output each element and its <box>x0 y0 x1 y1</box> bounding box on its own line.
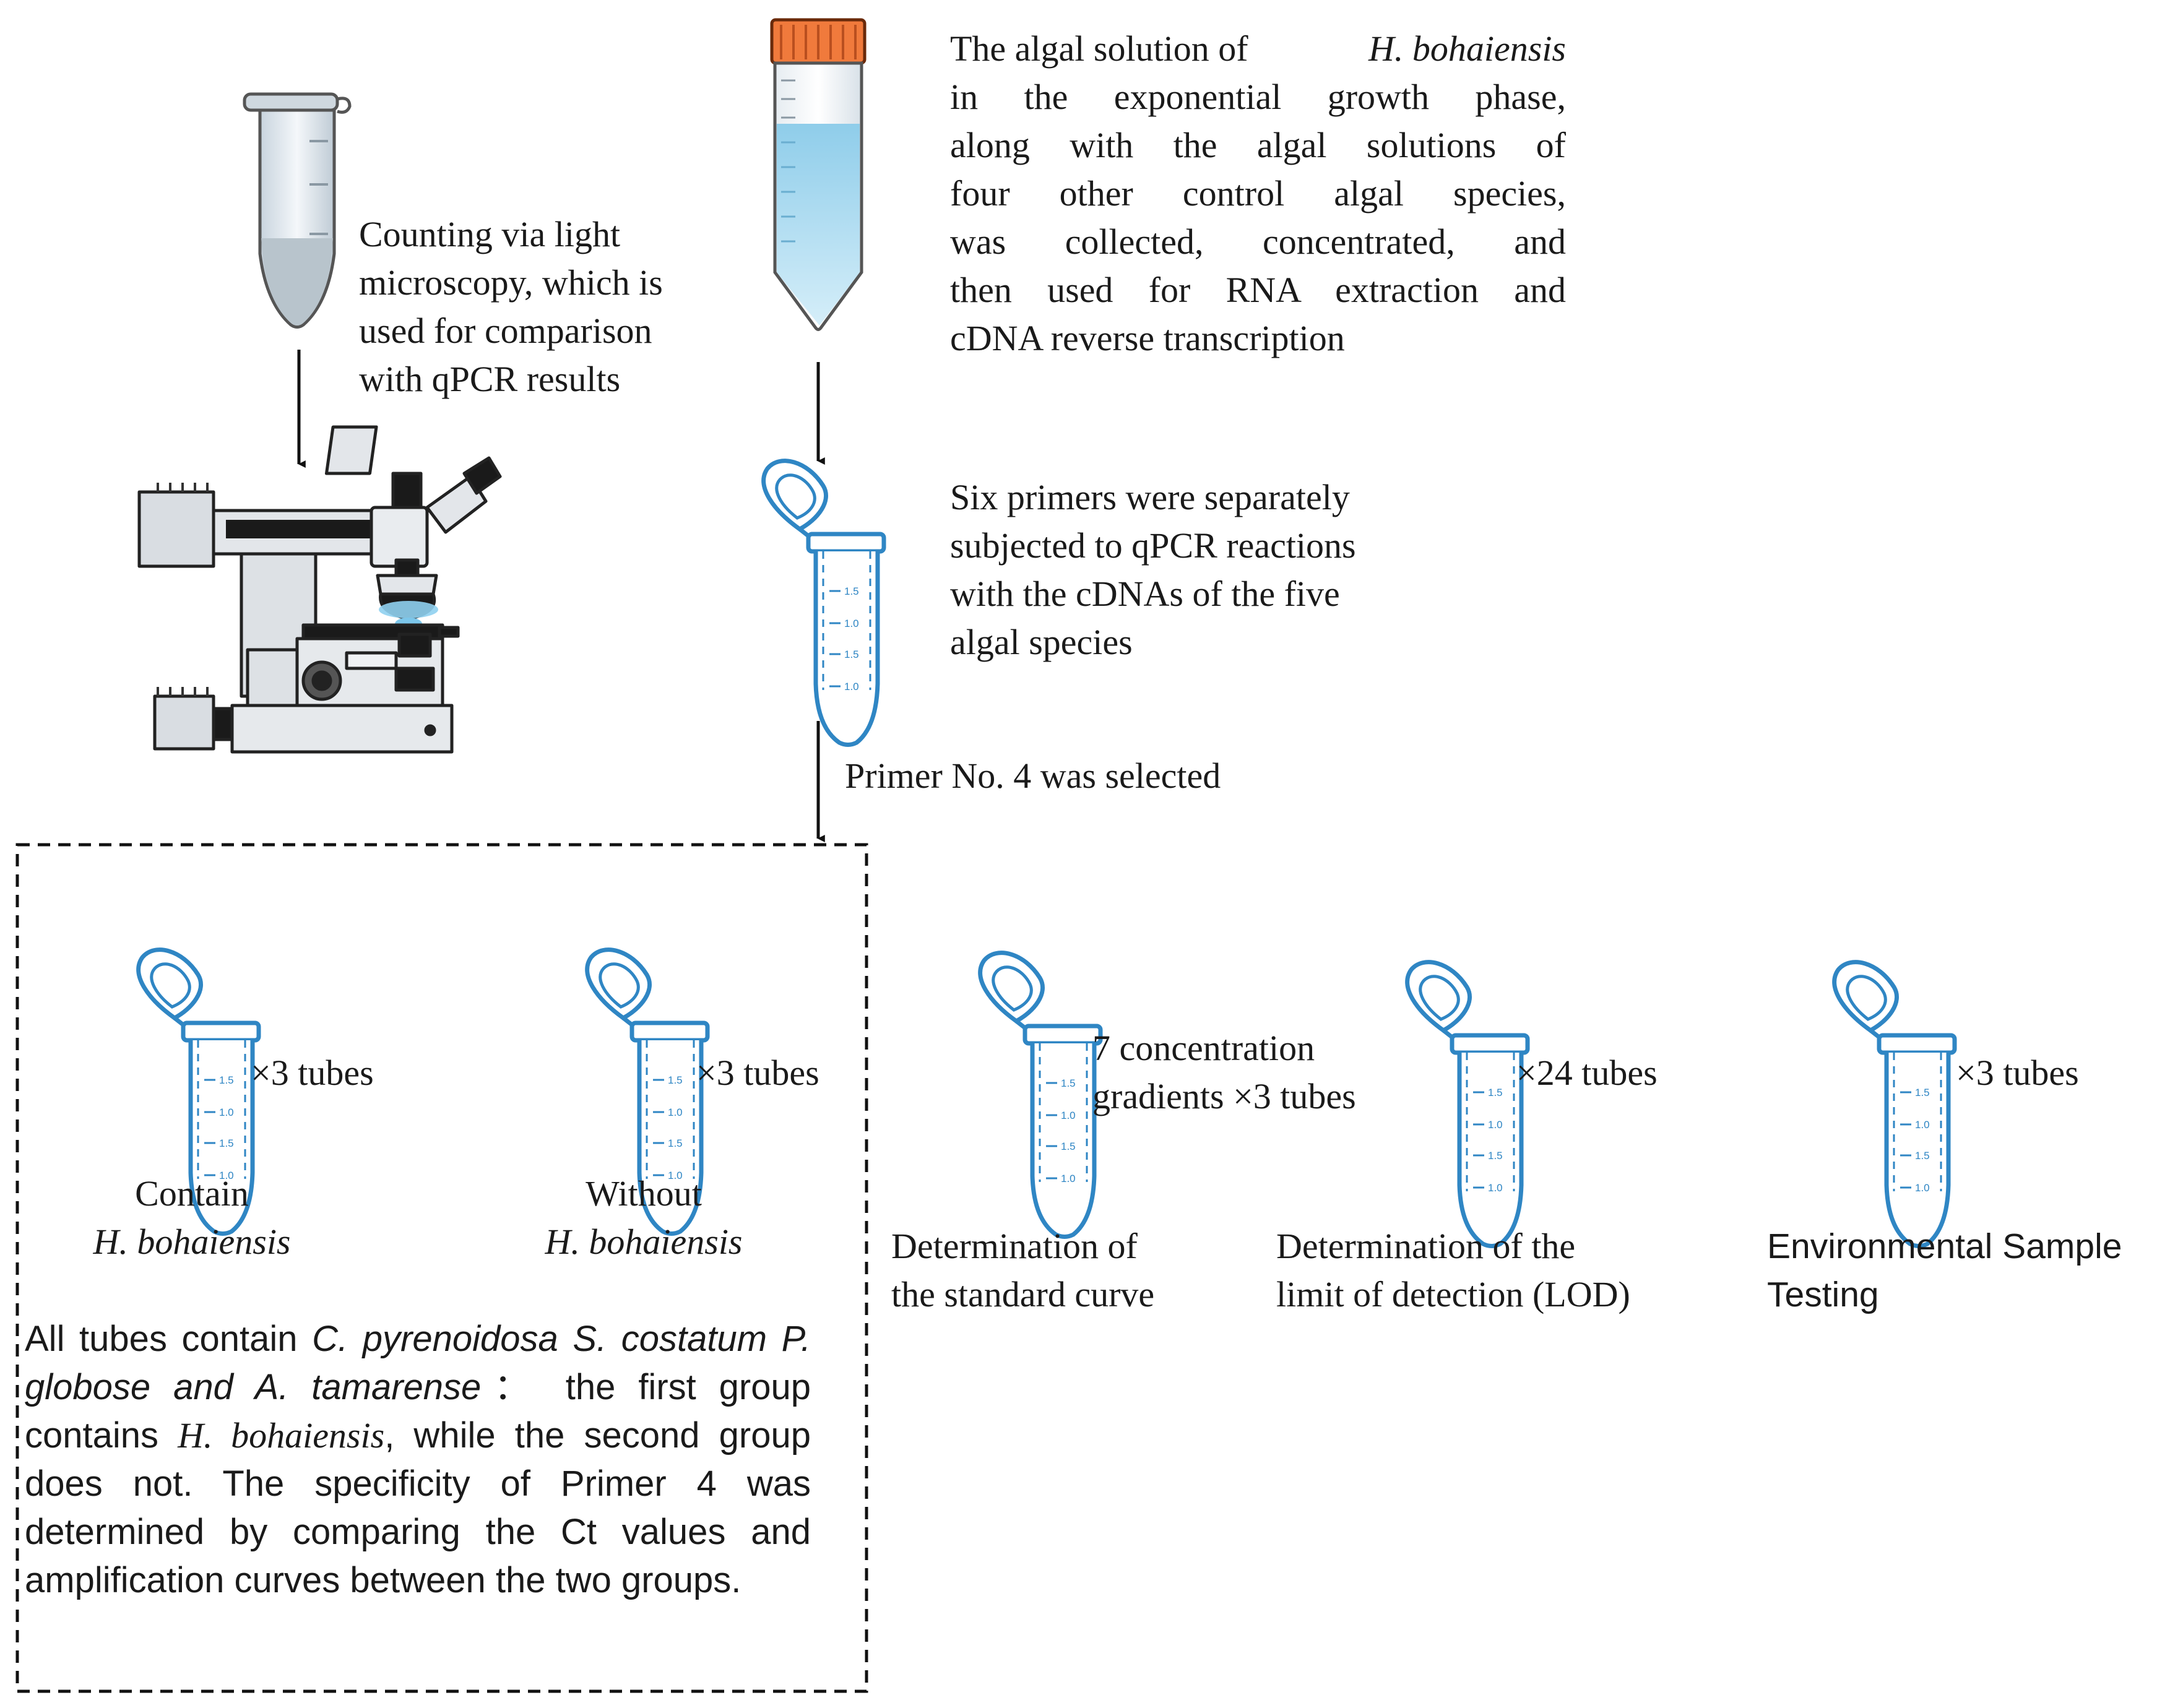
collection-line: four other control algal species, <box>950 173 1566 214</box>
environmental-count: ×3 tubes <box>1956 1053 2079 1093</box>
lod-label: Determination of the limit of detection … <box>1276 1226 1630 1314</box>
contain-group-label: Contain H. bohaiensis <box>68 1170 316 1266</box>
collection-line: was collected, concentrated, and <box>950 222 1566 262</box>
specificity-note: All tubes contain C. pyrenoidosa S. cost… <box>25 1319 811 1600</box>
counting-line: Counting via light <box>359 214 621 254</box>
collection-line: in the exponential growth phase, <box>950 77 1566 117</box>
specificity-test-box <box>15 843 868 1693</box>
contain-group-count: ×3 tubes <box>251 1053 374 1093</box>
collection-line: along with the algal solutions of <box>950 125 1566 165</box>
species-name: H. bohaiensis <box>93 1222 291 1262</box>
collection-line: then used for RNA extraction and <box>950 270 1566 310</box>
lod-tube-icon <box>1407 962 1528 1246</box>
primer-line: Six primers were separately <box>950 477 1350 517</box>
centrifuge-tube-icon <box>770 18 867 331</box>
counting-line: microscopy, which is <box>359 262 663 303</box>
standard-curve-tube-icon <box>980 953 1100 1237</box>
without-group-count: ×3 tubes <box>696 1053 819 1093</box>
primer-test-step-text: Six primers were separately subjected to… <box>950 473 1356 666</box>
without-group-label: Without H. bohaiensis <box>520 1170 767 1266</box>
environmental-tube-icon <box>1835 962 1955 1246</box>
primer-selection-label: Primer No. 4 was selected <box>845 756 1221 796</box>
species-name: H. bohaiensis <box>178 1415 385 1456</box>
collection-line: cDNA reverse transcription <box>950 318 1345 358</box>
qpcr-tube-icon <box>764 461 884 745</box>
control-species-list: C. pyrenoidosa S. costatum P. globose an… <box>25 1319 811 1407</box>
eppendorf-tube-icon <box>243 92 352 329</box>
species-name: H. bohaiensis <box>1368 28 1566 69</box>
primer-line: algal species <box>950 622 1133 662</box>
microscope-icon <box>137 425 502 754</box>
species-name: H. bohaiensis <box>545 1222 743 1262</box>
primer-line: with the cDNAs of the five <box>950 574 1340 614</box>
counting-step-text: Counting via light microscopy, which is … <box>359 210 663 403</box>
standard-curve-count: 7 concentration gradients ×3 tubes <box>1092 1028 1356 1116</box>
lod-count: ×24 tubes <box>1516 1053 1658 1093</box>
standard-curve-label: Determination of the standard curve <box>891 1226 1155 1314</box>
counting-line: with qPCR results <box>359 359 621 399</box>
environmental-label: Environmental Sample Testing <box>1767 1227 2122 1314</box>
counting-line: used for comparison <box>359 311 652 351</box>
primer-line: subjected to qPCR reactions <box>950 525 1356 566</box>
